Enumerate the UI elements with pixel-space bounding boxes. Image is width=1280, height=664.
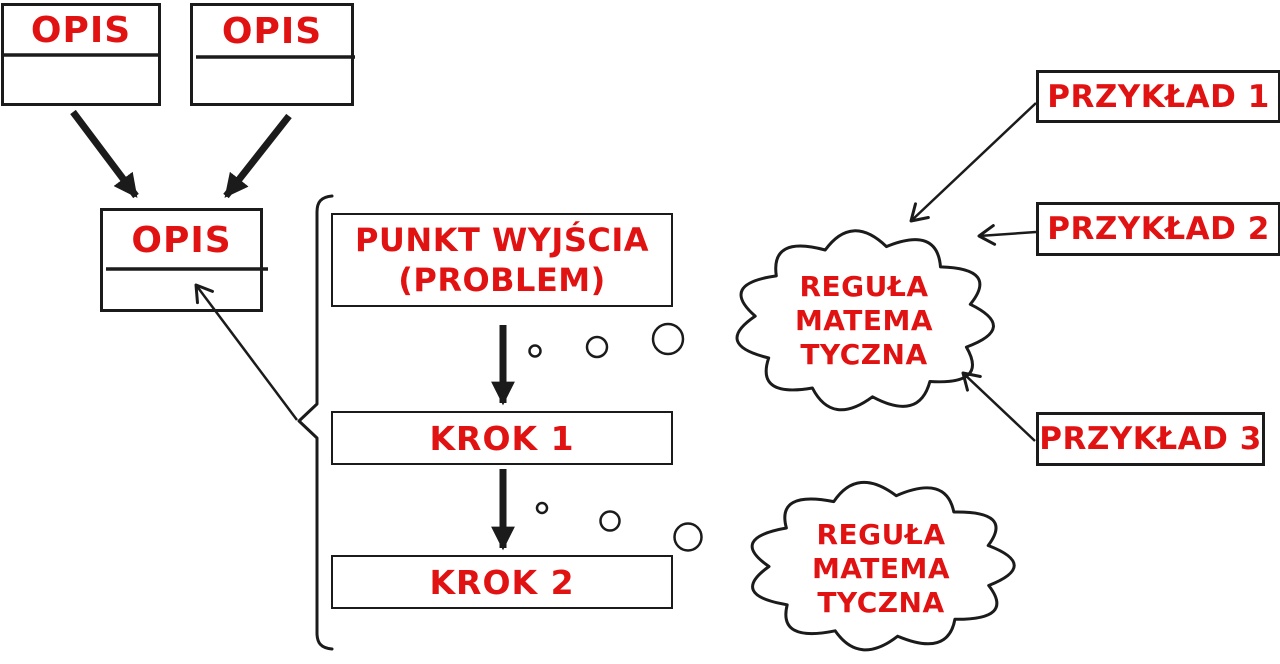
rule-cloud-1-line3: TYCZNA xyxy=(800,338,928,371)
rule-cloud-1-label: REGUŁA MATEMA TYCZNA xyxy=(764,270,964,372)
rule-cloud-2-label: REGUŁA MATEMA TYCZNA xyxy=(772,518,990,620)
przyklad-3-label: PRZYKŁAD 3 xyxy=(1039,421,1262,457)
arrow-przyklad2-to-rule-cloud xyxy=(977,224,1037,246)
przyklad-1-label: PRZYKŁAD 1 xyxy=(1047,78,1270,115)
flow-brace xyxy=(297,194,334,651)
arrow-opis-left-to-merged xyxy=(70,109,139,199)
przyklad-1-box: PRZYKŁAD 1 xyxy=(1036,70,1280,123)
thought-dots-1-icon xyxy=(528,322,685,359)
rule-cloud-2-line3: TYCZNA xyxy=(817,586,945,619)
rule-cloud-1-line2: MATEMA xyxy=(794,304,934,337)
opis-box-2-label: OPIS xyxy=(221,11,323,52)
opis-merged-box: OPIS xyxy=(100,208,263,312)
start-problem-line2: (PROBLEM) xyxy=(398,261,606,299)
rule-cloud-2-line1: REGUŁA xyxy=(816,518,946,551)
krok-2-label: KROK 2 xyxy=(429,562,575,602)
opis-box-1: OPIS xyxy=(1,3,161,106)
opis-box-1-label: OPIS xyxy=(30,10,132,51)
przyklad-3-box: PRZYKŁAD 3 xyxy=(1036,412,1265,466)
opis-box-2: OPIS xyxy=(190,3,354,106)
krok-1-box: KROK 1 xyxy=(331,411,673,465)
rule-cloud-1-line1: REGUŁA xyxy=(799,270,929,303)
opis-merged-label: OPIS xyxy=(131,219,232,261)
arrow-opis-right-to-merged xyxy=(223,113,292,199)
arrow-przyklad3-to-rule-cloud xyxy=(961,371,1036,442)
przyklad-2-box: PRZYKŁAD 2 xyxy=(1036,202,1280,256)
thought-dots-2-icon xyxy=(535,501,703,552)
krok-2-box: KROK 2 xyxy=(331,555,673,609)
rule-cloud-2-line2: MATEMA xyxy=(811,552,951,585)
start-problem-line1: PUNKT WYJŚCIA xyxy=(354,221,650,259)
arrow-przyklad1-to-rule-cloud xyxy=(909,102,1037,223)
przyklad-2-label: PRZYKŁAD 2 xyxy=(1047,211,1270,247)
start-problem-box: PUNKT WYJŚCIA (PROBLEM) xyxy=(331,213,673,307)
krok-1-label: KROK 1 xyxy=(429,418,575,458)
